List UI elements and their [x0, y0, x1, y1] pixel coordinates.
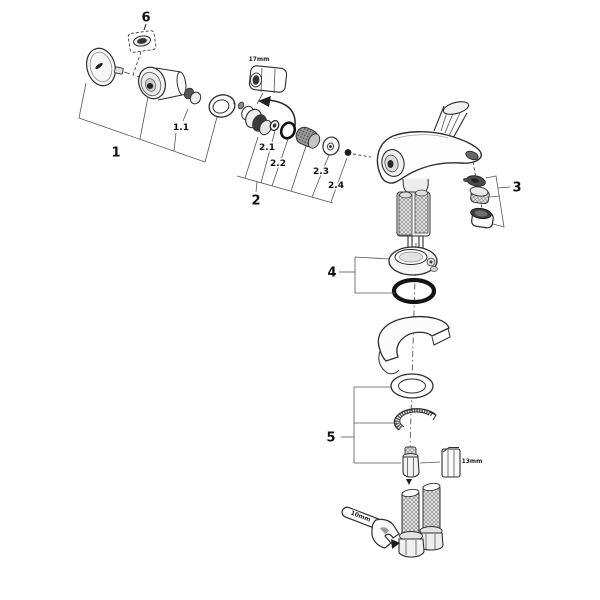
callout-6: 6: [141, 11, 150, 26]
supply-hoses: [398, 482, 444, 558]
callout-2: 2: [251, 194, 260, 209]
callout-3: 3: [512, 181, 521, 196]
insert-direction-arrow: [406, 479, 412, 485]
callout-2-4: 2.4: [328, 181, 344, 191]
handle-cap: [86, 47, 116, 87]
callout-2-1: 2.1: [259, 143, 275, 153]
hex-socket-17mm-tool: [248, 65, 288, 105]
cartridge-disc: [322, 136, 340, 156]
mounting-ring: [388, 246, 438, 276]
screw-cover-plug: [127, 23, 157, 76]
claw-washer: [393, 407, 437, 431]
cartridge-washer: [269, 120, 280, 131]
callout-1-1: 1.1: [173, 123, 189, 133]
hose-left: [398, 488, 425, 558]
callout-2-2: 2.2: [270, 159, 286, 169]
bracket-4: [339, 256, 395, 294]
bracket-2: [236, 130, 348, 204]
callout-5: 5: [326, 431, 335, 446]
escutcheon-bracket: [377, 315, 451, 375]
callout-2-3: 2.3: [313, 167, 329, 177]
base-o-ring: [391, 277, 437, 305]
aerator-washer: [463, 175, 486, 187]
mounting-bolt: [402, 446, 420, 485]
base-gasket: [390, 373, 434, 399]
aerator-group: [463, 161, 511, 231]
bracket-1: [78, 82, 218, 163]
o-ring-small: [279, 121, 297, 140]
cartridge-ball: [344, 149, 372, 158]
callout-1: 1: [111, 146, 120, 161]
lever-handle-knob: [138, 66, 187, 101]
bracket-3: [485, 175, 511, 228]
handle-ring: [208, 94, 241, 118]
cartridge-sleeve: [295, 126, 321, 149]
aerator-insert: [469, 186, 490, 205]
faucet-body: [376, 101, 482, 257]
hex-17mm-label: 17mm: [249, 56, 270, 63]
aerator-housing: [470, 207, 494, 229]
bracket-5: [341, 386, 401, 464]
callout-4: 4: [327, 266, 336, 281]
hex-socket-13mm-tool: [419, 447, 461, 478]
hex-13mm-label: 13mm: [462, 458, 483, 465]
rotation-arrow: [258, 96, 296, 127]
wrench-10mm-tool: [341, 506, 400, 549]
handle-adapter: [183, 87, 202, 105]
wrench-direction-arrow: [391, 539, 400, 549]
cartridge: [237, 101, 272, 136]
hose-right: [419, 482, 444, 551]
